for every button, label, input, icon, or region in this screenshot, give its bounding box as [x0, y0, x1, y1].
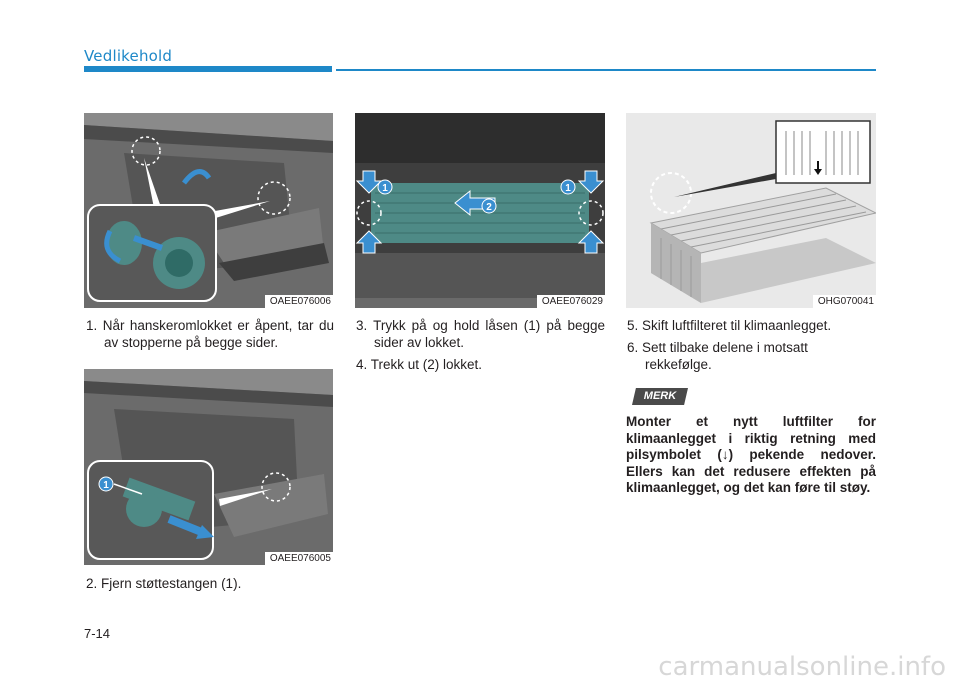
header-title: Vedlikehold — [84, 47, 173, 65]
callout-1: 1 — [103, 480, 109, 491]
figure-support-rod: 1 OAEE076005 — [84, 369, 333, 565]
header-rule-thick — [84, 66, 332, 72]
figure-code: OAEE076005 — [264, 552, 333, 565]
steps-column-3: 5. Skift luftfilteret til klimaanlegget.… — [627, 317, 877, 378]
steps-column-2: 3. Trykk på og hold låsen (1) på begge s… — [356, 317, 605, 378]
step-2: 2. Fjern støttestangen (1). — [86, 576, 242, 591]
note-text: Monter et nytt luftfilter for klimaanleg… — [626, 414, 876, 495]
figure-code: OAEE076029 — [536, 295, 605, 308]
figure-glovebox-stopper: OAEE076006 — [84, 113, 333, 308]
callout-2: 2 — [486, 202, 492, 213]
step-6: 6. Sett tilbake delene i motsatt rekkefø… — [627, 340, 808, 372]
steps-column-1-lower: 2. Fjern støttestangen (1). — [86, 575, 334, 597]
step-5: 5. Skift luftfilteret til klimaanlegget. — [627, 318, 832, 333]
header-rule-thin — [336, 69, 876, 71]
figure-air-filter: OHG070041 — [626, 113, 876, 308]
note-label: MERK — [632, 388, 688, 405]
step-3: 3. Trykk på og hold låsen (1) på begge s… — [356, 318, 605, 350]
page-number: 7-14 — [84, 626, 111, 641]
callout-1-right: 1 — [565, 183, 571, 194]
callout-1-left: 1 — [382, 183, 388, 194]
figure-code: OHG070041 — [812, 295, 876, 308]
figure-code: OAEE076006 — [264, 295, 333, 308]
watermark: carmanualsonline.info — [658, 652, 946, 682]
glovebox-stopper-illustration — [84, 113, 333, 308]
step-4: 4. Trekk ut (2) lokket. — [356, 357, 483, 372]
step-1: 1. Når hanskeromlokket er åpent, tar du … — [86, 318, 334, 350]
steps-column-1: 1. Når hanskeromlokket er åpent, tar du … — [86, 317, 334, 356]
support-rod-illustration: 1 — [84, 369, 333, 565]
filter-cover-illustration: 1 1 2 — [355, 113, 605, 308]
air-filter-illustration — [626, 113, 876, 308]
figure-filter-cover: 1 1 2 OAEE076029 — [355, 113, 605, 308]
